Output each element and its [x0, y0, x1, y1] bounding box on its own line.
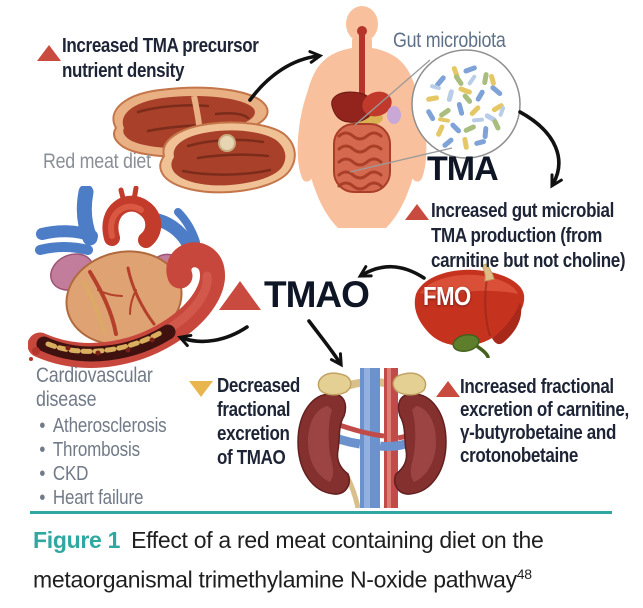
annotation-line: Increased fractional	[460, 376, 614, 398]
cardiovascular-disease-block: Cardiovascular disease Atherosclerosis T…	[36, 364, 167, 510]
annotation-line: Increased gut microbial	[431, 200, 615, 222]
annotation-line: Decreased	[217, 375, 300, 397]
annotation-increased-excretion: Increased fractional excretion of carnit…	[460, 376, 629, 468]
kidneys-illustration	[297, 368, 447, 508]
arrow-tmao-to-kidneys	[307, 319, 343, 368]
tmao-label: TMAO	[264, 274, 370, 315]
arrow-steak-to-body	[248, 50, 324, 102]
cvd-title-line: disease	[36, 388, 97, 411]
caption-text-line1: Effect of a red meat containing diet on …	[131, 527, 544, 553]
magnifier-line-bottom	[349, 147, 453, 173]
human-body-illustration	[297, 6, 427, 228]
arrow-microbiota-to-tma-production	[518, 110, 563, 189]
red-meat-steak-illustration	[112, 86, 296, 194]
caption-divider	[30, 511, 612, 514]
cvd-list-item: Atherosclerosis	[36, 414, 167, 438]
fmo-label: FMO	[423, 281, 471, 311]
annotation-line: nutrient density	[62, 60, 185, 82]
tma-label: TMA	[427, 150, 499, 188]
cvd-list-item: Heart failure	[36, 486, 167, 510]
annotation-line: fractional	[217, 399, 291, 421]
arrow-liver-to-tmao	[357, 264, 426, 280]
cvd-title-line: Cardiovascular	[36, 364, 153, 387]
figure-caption: Figure 1 Effect of a red meat containing …	[33, 523, 544, 597]
annotation-line: of TMAO	[217, 447, 286, 469]
increase-triangle-icon	[219, 281, 261, 310]
annotation-line: Increased TMA precursor	[62, 35, 259, 57]
magnifier-line-top	[354, 59, 431, 126]
gut-microbiota-circle-illustration	[411, 49, 521, 159]
increase-triangle-icon	[37, 45, 61, 61]
liver-illustration	[414, 263, 525, 358]
decrease-triangle-icon	[189, 381, 213, 397]
caption-text-line2: metaorganismal trimethylamine N-oxide pa…	[33, 566, 517, 593]
figure-number-label: Figure 1	[33, 527, 121, 553]
increase-triangle-icon	[436, 381, 460, 397]
cvd-list-item: CKD	[36, 462, 167, 486]
annotation-line: excretion of carnitine,	[460, 399, 629, 421]
arrow-tmao-to-heart	[177, 325, 249, 348]
increase-triangle-icon	[405, 204, 429, 220]
annotation-line: carnitine but not choline)	[431, 250, 626, 272]
caption-reference: 48	[516, 566, 532, 582]
annotation-line: TMA production (from	[431, 225, 603, 247]
red-meat-diet-label: Red meat diet	[43, 150, 151, 173]
annotation-line: crotonobetaine	[460, 445, 579, 467]
cvd-list: Atherosclerosis Thrombosis CKD Heart fai…	[36, 414, 167, 510]
annotation-tma-production: Increased gut microbial TMA production (…	[431, 199, 626, 274]
cvd-list-item: Thrombosis	[36, 438, 167, 462]
annotation-decreased-excretion: Decreased fractional excretion of TMAO	[217, 374, 300, 470]
annotation-tma-precursor: Increased TMA precursor nutrient density	[62, 34, 259, 84]
gut-microbiota-label: Gut microbiota	[393, 29, 506, 52]
annotation-line: γ-butyrobetaine and	[460, 422, 617, 444]
annotation-line: excretion	[217, 423, 290, 445]
heart-illustration	[28, 186, 225, 368]
